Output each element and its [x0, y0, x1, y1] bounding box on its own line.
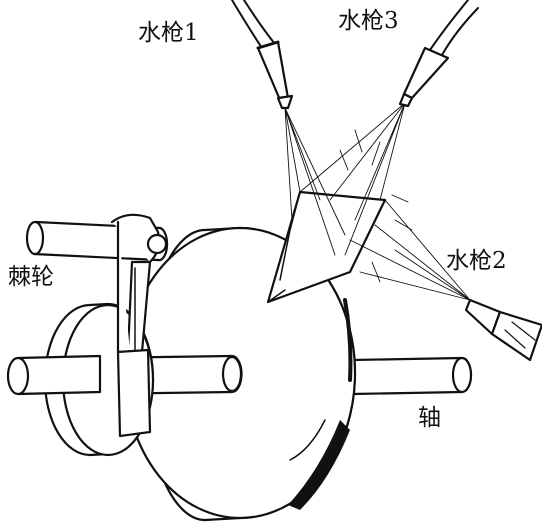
- label-water-gun-2: 水枪2: [446, 248, 507, 274]
- water-gun-3: [398, 0, 479, 108]
- water-gun-2: [464, 298, 542, 362]
- large-wheel: [123, 226, 357, 522]
- label-ratchet: 棘轮: [8, 264, 54, 290]
- label-water-gun-1: 水枪1: [138, 20, 199, 46]
- label-shaft: 轴: [418, 405, 441, 431]
- shaft-right: [350, 356, 473, 396]
- pawl-lever: [110, 213, 168, 438]
- target-panel: [266, 190, 387, 304]
- water-jets: [284, 102, 471, 301]
- water-gun-1: [231, 0, 294, 110]
- label-water-gun-3: 水枪3: [338, 8, 399, 34]
- shaft-left: [6, 354, 102, 396]
